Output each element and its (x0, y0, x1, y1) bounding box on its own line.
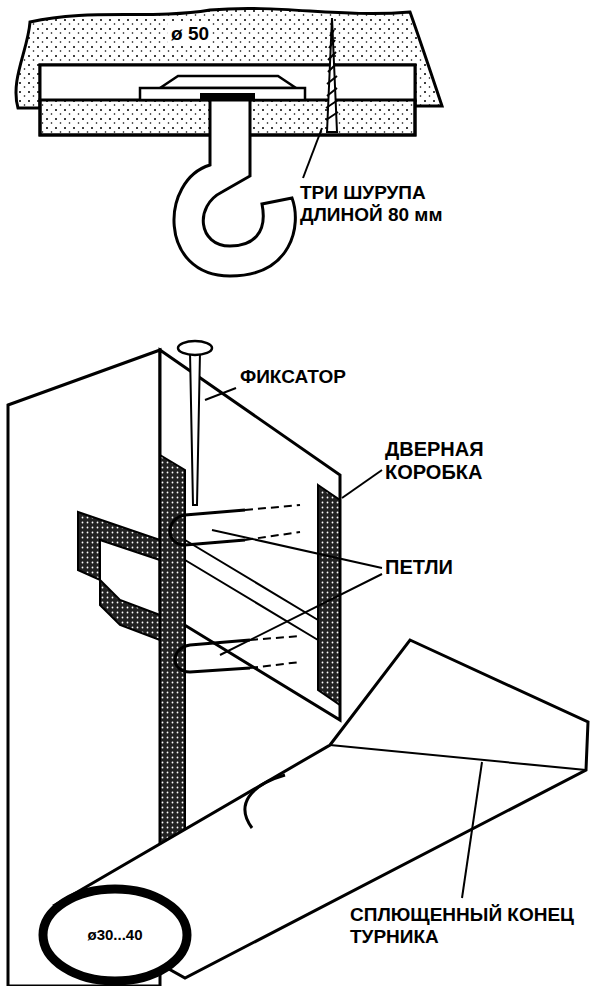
dimension: ø 50 (168, 22, 212, 46)
loop-hidden (250, 636, 300, 668)
loop (170, 510, 245, 545)
leader-line (303, 128, 322, 178)
part-label: СПЛЮЩЕННЫЙ КОНЕЦ ТУРНИКА (350, 904, 585, 948)
part-label: ДВЕРНАЯ КОРОБКА (385, 438, 525, 484)
rebate-section (78, 512, 160, 580)
dimension: ø30...40 (84, 925, 145, 944)
leader-line (205, 388, 236, 400)
loop-hidden (245, 505, 300, 540)
screw (327, 18, 337, 132)
recess (160, 76, 296, 88)
bend-mark (245, 775, 285, 828)
part-label: ТРИ ШУРУПА ДЛИНОЙ 80 мм (300, 182, 465, 226)
frame-side (160, 350, 340, 720)
flat-edge (330, 745, 586, 770)
leader-line (212, 530, 382, 655)
frame-section (318, 485, 340, 705)
screw-thread (326, 30, 338, 120)
part-label: ФИКСАТОР (240, 366, 346, 388)
hook (174, 100, 295, 276)
leader-line (462, 762, 482, 898)
bar (55, 640, 588, 978)
rebate-section (100, 580, 160, 640)
leader-line (342, 470, 382, 498)
fixator-head (178, 341, 212, 355)
part-label: ПЕТЛИ (385, 556, 453, 579)
fixator (190, 352, 200, 505)
bar-section (43, 889, 187, 981)
rebate-edge (185, 540, 318, 640)
hook-nut (140, 88, 305, 100)
